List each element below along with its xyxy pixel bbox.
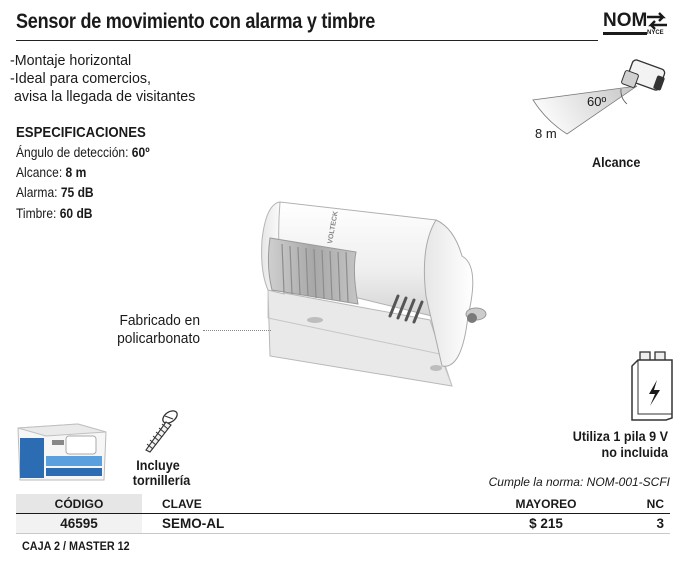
specs-heading: ESPECIFICACIONES	[16, 124, 146, 141]
range-caption: Alcance	[592, 154, 641, 170]
material-leader-line	[203, 330, 271, 331]
cell-code: 46595	[16, 513, 142, 534]
spec-label: Ángulo de detección:	[16, 144, 132, 160]
norm-compliance-note: Cumple la norma: NOM-001-SCFI	[488, 475, 670, 489]
spec-range: Alcance: 8 m	[16, 164, 86, 180]
cell-key: SEMO-AL	[142, 513, 492, 534]
battery-note-line: no incluida	[601, 444, 668, 460]
screws-included-note: Incluye tornillería	[132, 457, 191, 488]
speaker-grille-icon	[388, 294, 424, 324]
title-divider	[16, 40, 598, 41]
mini-sensor-icon	[621, 59, 666, 91]
spec-label: Alcance:	[16, 164, 66, 180]
screws-note-line: Incluye	[136, 457, 180, 473]
bracket-screw-hole	[307, 317, 323, 323]
spec-value: 75 dB	[60, 184, 94, 200]
spec-alarm: Alarma: 75 dB	[16, 184, 94, 200]
nyce-arrows-icon	[647, 12, 667, 30]
angle-arc	[620, 88, 628, 105]
header-code: CÓDIGO	[16, 494, 142, 514]
detection-cone	[532, 85, 638, 135]
battery-note-line: Utiliza 1 pila 9 V	[572, 428, 668, 444]
header-wholesale-price: MAYOREO	[492, 494, 600, 514]
product-table: CÓDIGO CLAVE MAYOREO NC 46595 SEMO-AL $ …	[16, 494, 670, 534]
battery-note: Utiliza 1 pila 9 V no incluida	[553, 428, 668, 460]
range-distance-label: 8 m	[535, 126, 557, 141]
page-title: Sensor de movimiento con alarma y timbre	[16, 10, 376, 33]
9v-battery-icon	[631, 351, 673, 421]
cell-wholesale-price: $ 215	[492, 513, 600, 534]
spec-detection-angle: Ángulo de detección: 60º	[16, 144, 150, 160]
nyce-mark: NYCE	[647, 30, 664, 36]
header-nc: NC	[600, 494, 670, 514]
spec-label: Alarma:	[16, 184, 61, 200]
material-note: Fabricado en policarbonato	[115, 312, 200, 348]
spec-value: 60 dB	[59, 205, 93, 221]
feature-mounting: -Montaje horizontal	[10, 52, 132, 69]
material-note-line: Fabricado en	[119, 312, 200, 329]
motion-sensor-product-image: VOLTECK	[261, 201, 487, 387]
spec-chime: Timbre: 60 dB	[16, 205, 92, 221]
feature-visitors: avisa la llegada de visitantes	[10, 88, 196, 105]
side-screw-hole	[467, 313, 477, 323]
lens-ridges	[281, 243, 349, 303]
table-header-row: CÓDIGO CLAVE MAYOREO NC	[16, 494, 670, 514]
screw-icon	[145, 410, 178, 453]
spec-value: 60º	[131, 144, 150, 160]
range-angle-label: 60º	[587, 94, 606, 109]
material-note-line: policarbonato	[117, 330, 200, 347]
feature-commerce: -Ideal para comercios,	[10, 70, 151, 87]
spec-label: Timbre:	[16, 205, 60, 221]
nom-mark: NOM	[603, 11, 648, 35]
retail-package-image	[17, 423, 107, 481]
screws-note-line: tornillería	[132, 472, 191, 488]
detection-range-diagram: 60º 8 m	[532, 59, 666, 141]
table-row: 46595 SEMO-AL $ 215 3	[16, 513, 670, 534]
spec-value: 8 m	[65, 164, 87, 180]
packaging-info: CAJA 2 / MASTER 12	[22, 539, 130, 553]
bracket-screw-hole	[430, 365, 442, 371]
nom-nyce-certification-logo: NOM NYCE	[603, 10, 669, 40]
cell-nc: 3	[600, 513, 670, 534]
header-key: CLAVE	[142, 494, 492, 514]
